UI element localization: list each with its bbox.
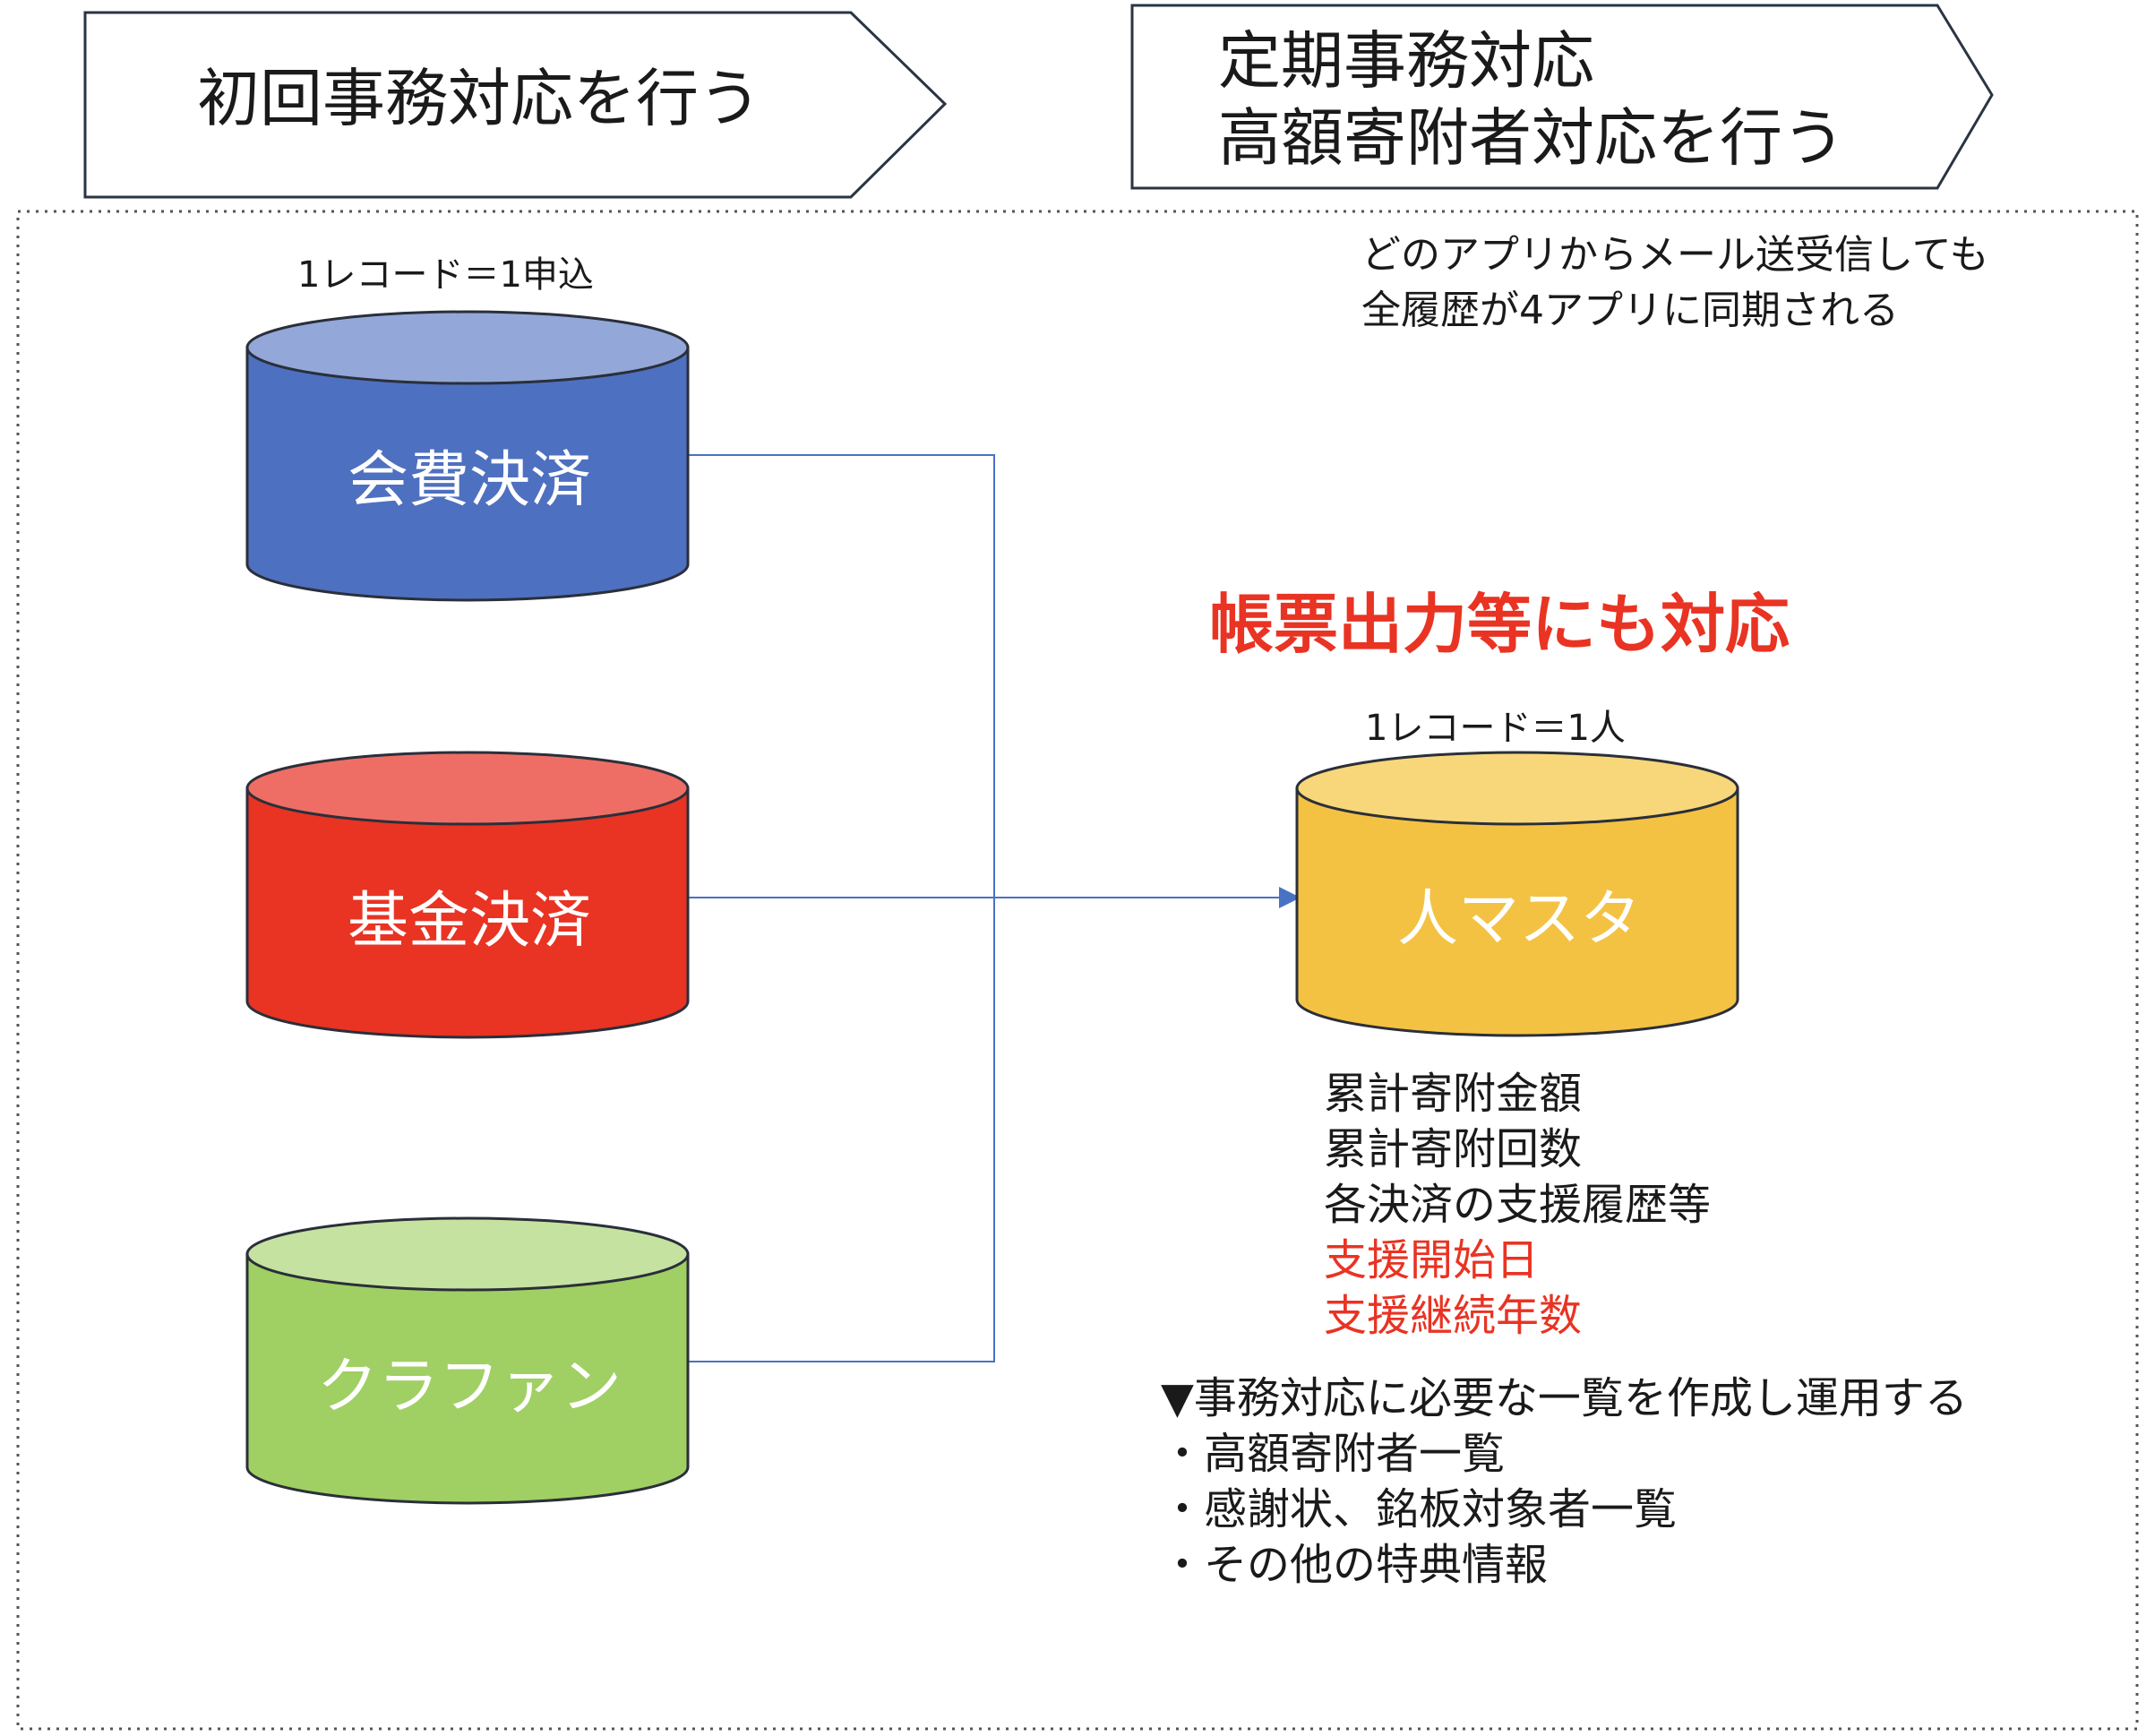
cylinder-person-master [1295, 751, 1739, 1037]
master-field-highlight: 支援継続年数 [1324, 1291, 1583, 1341]
operations-list: ▼事務対応に必要な一覧を作成し運用する ・高額寄附者一覧 ・感謝状、銘板対象者一… [1161, 1371, 1968, 1593]
sync-note-line2: 全履歴が4アプリに同期される [1361, 287, 1899, 333]
cylinder-label-crowdfunding: クラファン [316, 1352, 622, 1422]
connector-arrowhead [1279, 887, 1301, 908]
master-field: 各決済の支援履歴等 [1324, 1180, 1712, 1230]
operations-item: ・高額寄附者一覧 [1161, 1429, 1506, 1479]
sync-note-line1: どのアプリからメール送受信しても [1361, 232, 1989, 278]
master-field: 累計寄附回数 [1324, 1124, 1583, 1174]
master-field: 累計寄附金額 [1324, 1069, 1583, 1119]
cylinder-fund [245, 751, 690, 1039]
operations-title: ▼事務対応に必要な一覧を作成し運用する [1161, 1373, 1968, 1423]
connector-lines [688, 454, 1301, 1362]
banner-right-shape [1130, 4, 1994, 190]
cylinder-label-fund: 基金決済 [347, 886, 591, 957]
banner-left-text: 初回事務対応を行う [197, 62, 761, 135]
sync-note: どのアプリからメール送受信しても 全履歴が4アプリに同期される [1361, 228, 1988, 338]
sources-record-caption: 1レコード＝1申込 [297, 254, 594, 296]
operations-item: ・感謝状、銘板対象者一覧 [1161, 1484, 1678, 1534]
cylinder-label-person-master: 人マスタ [1396, 884, 1641, 955]
cylinder-crowdfunding [245, 1216, 690, 1505]
report-output-headline: 帳票出力等にも対応 [1209, 587, 1790, 662]
connector-membership [688, 454, 995, 898]
connector-crowdfunding [688, 898, 995, 1362]
operations-item: ・その他の特典情報 [1161, 1540, 1549, 1590]
cylinder-membership [245, 310, 690, 602]
banner-right-line1: 定期事務対応 [1218, 24, 1594, 98]
cylinder-label-membership: 会費決済 [347, 445, 591, 516]
banner-right-line2: 高額寄附者対応を行う [1218, 101, 1845, 175]
master-record-caption: 1レコード＝1人 [1365, 708, 1626, 749]
banner-left-shape [83, 11, 948, 199]
master-field-list: 累計寄附金額 累計寄附回数 各決済の支援履歴等 支援開始日 支援継続年数 [1324, 1066, 1711, 1344]
dotted-frame [16, 210, 2139, 1731]
master-field-highlight: 支援開始日 [1324, 1235, 1540, 1285]
